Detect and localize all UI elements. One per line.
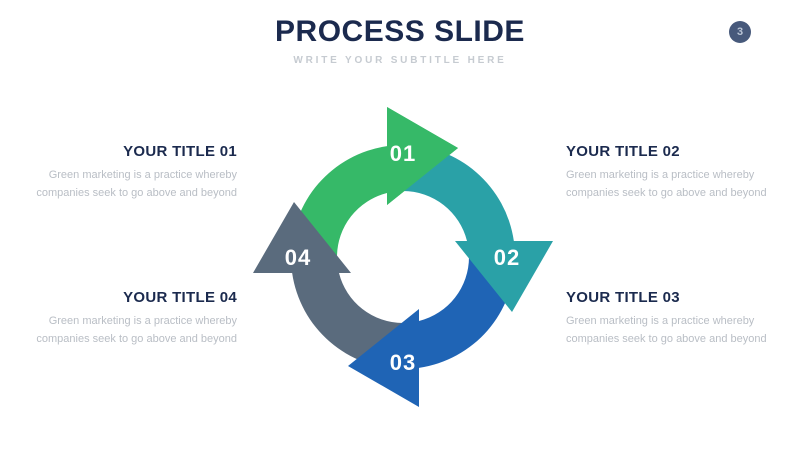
step-number-02: 02 [494,245,520,270]
block-title-02: YOUR TITLE 02 [566,143,680,160]
block-title-01: YOUR TITLE 01 [123,143,237,160]
block-title-03: YOUR TITLE 03 [566,289,680,306]
description-line: Green marketing is a practice whereby [566,315,755,327]
description-line: companies seek to go above and beyond [36,332,237,345]
description-line: companies seek to go above and beyond [36,186,237,199]
text-block-03: YOUR TITLE 03 Green marketing is a pract… [566,289,773,349]
step-arrow-02 [403,145,553,312]
description-line: companies seek to go above and beyond [566,332,767,345]
block-description-03: Green marketing is a practice whereby co… [566,313,773,349]
step-arrow-04 [253,202,403,369]
slide-header: PROCESS SLIDE WRITE YOUR SUBTITLE HERE [0,15,800,66]
text-block-01: YOUR TITLE 01 Green marketing is a pract… [30,143,237,203]
process-cycle-diagram: 01 02 03 04 [253,107,553,407]
slide-subtitle: WRITE YOUR SUBTITLE HERE [293,55,507,66]
description-line: companies seek to go above and beyond [566,186,767,199]
step-arrow-01-head-icon [387,107,458,205]
block-description-02: Green marketing is a practice whereby co… [566,167,773,203]
page-number: 3 [736,26,744,38]
text-block-04: YOUR TITLE 04 Green marketing is a pract… [30,289,237,349]
page-number-badge: 3 [729,21,751,43]
step-number-03: 03 [390,350,416,375]
step-number-01: 01 [390,141,416,166]
text-block-02: YOUR TITLE 02 Green marketing is a pract… [566,143,773,203]
slide-title: PROCESS SLIDE [275,15,525,48]
description-line: Green marketing is a practice whereby [48,169,237,181]
step-number-04: 04 [285,245,311,270]
block-description-01: Green marketing is a practice whereby co… [30,167,237,203]
description-line: Green marketing is a practice whereby [48,315,237,327]
block-description-04: Green marketing is a practice whereby co… [30,313,237,349]
step-arrow-03 [348,257,515,407]
block-title-04: YOUR TITLE 04 [123,289,237,306]
description-line: Green marketing is a practice whereby [566,169,755,181]
